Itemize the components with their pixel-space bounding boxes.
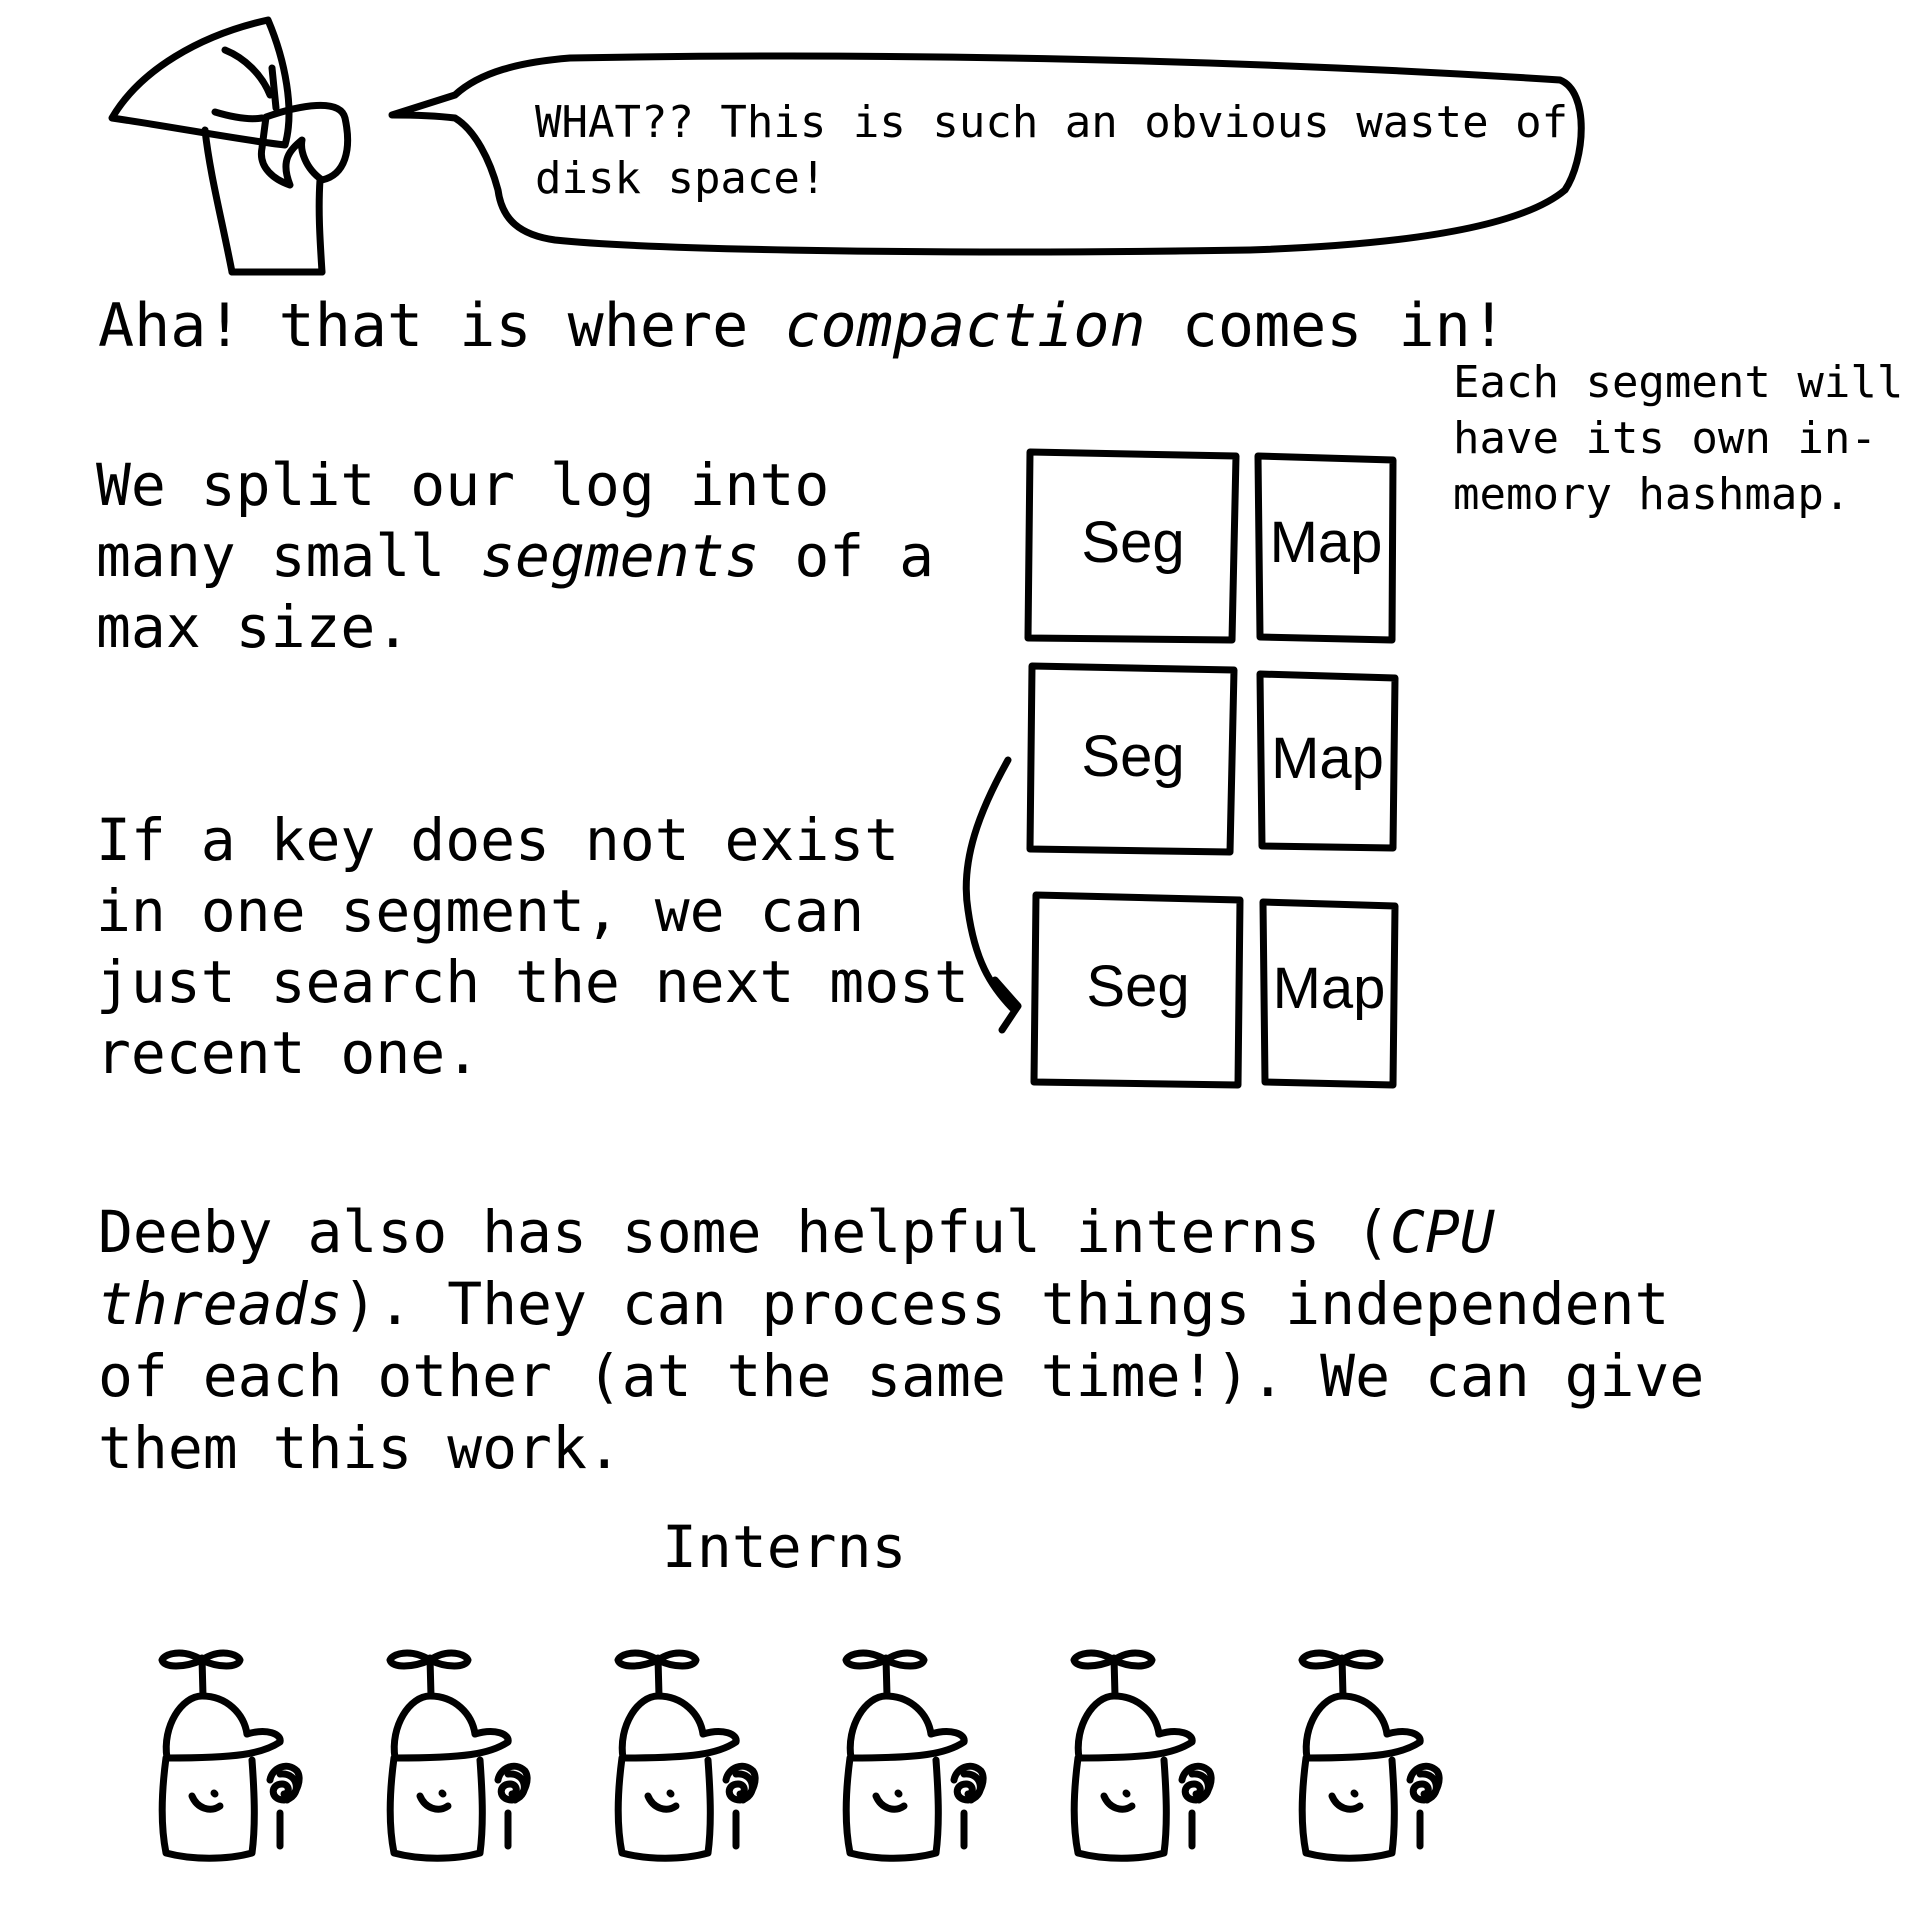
- search-arrow-head: [991, 976, 1022, 1034]
- side-note: Each segment will have its own in- memor…: [1453, 357, 1904, 520]
- segment-label: Seg: [1081, 510, 1185, 575]
- segment-box-1: [1024, 448, 1240, 644]
- intern-figure: [1298, 1649, 1443, 1862]
- speech-bubble: [388, 52, 1585, 256]
- segment-box-2: [1026, 662, 1238, 856]
- paragraph-search: If a key does not exist in one segment, …: [96, 806, 969, 1087]
- search-arrow: [962, 756, 1016, 1012]
- paragraph-segments: We split our log into many small segment…: [96, 451, 935, 661]
- intern-figure: [1070, 1649, 1215, 1862]
- map-box-2: [1256, 670, 1399, 852]
- intern-figure: [158, 1649, 303, 1862]
- speech-bubble-text: WHAT?? This is such an obvious waste of …: [535, 97, 1569, 204]
- interns-title: Interns: [662, 1513, 907, 1581]
- segment-label: Seg: [1086, 954, 1190, 1019]
- segment-label: Seg: [1081, 724, 1185, 789]
- intern-figure: [614, 1649, 759, 1862]
- intern-figure: [386, 1649, 531, 1862]
- shouting-character: [108, 16, 352, 276]
- map-label: Map: [1272, 956, 1386, 1021]
- interns-row: [158, 1649, 1443, 1862]
- segment-box-3: [1030, 891, 1244, 1089]
- paragraph-interns: Deeby also has some helpful interns (CPU…: [98, 1198, 1705, 1482]
- page-heading: Aha! that is where compaction comes in!: [98, 291, 1507, 361]
- intern-figure: [842, 1649, 987, 1862]
- map-box-1: [1254, 452, 1397, 644]
- segment-diagram: [962, 448, 1399, 1089]
- map-label: Map: [1269, 510, 1383, 575]
- map-label: Map: [1271, 726, 1384, 791]
- map-box-3: [1259, 898, 1399, 1089]
